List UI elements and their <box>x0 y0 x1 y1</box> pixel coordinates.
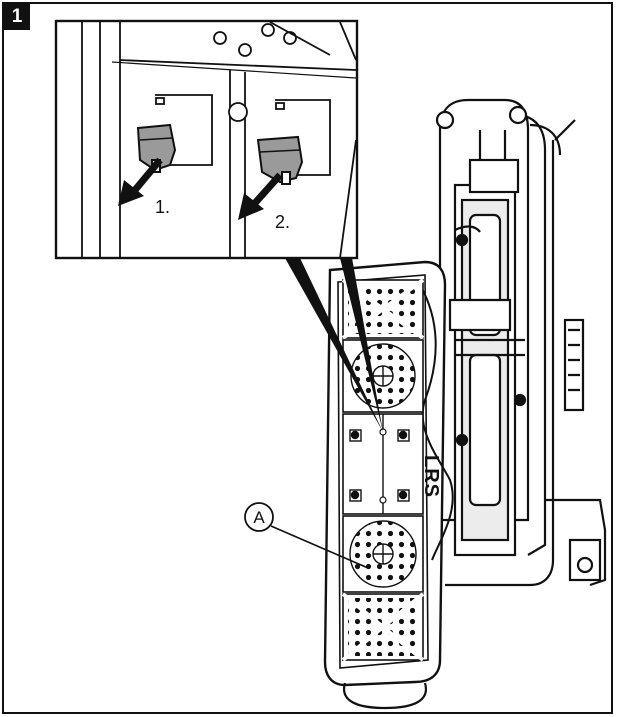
arrow-step-2 <box>238 172 283 220</box>
fan-grille-upper <box>342 339 424 413</box>
arrow-step-1 <box>118 157 163 206</box>
front-panel <box>323 260 454 710</box>
step-number-badge: 1 <box>4 4 30 30</box>
callout-a-label: A <box>253 508 265 527</box>
zoom-pointer <box>285 258 383 432</box>
inset-detail: 1. 2. <box>54 19 359 260</box>
callout-step-2: 2. <box>275 212 290 232</box>
grille-bottom <box>341 592 425 662</box>
panel-handle <box>342 682 428 710</box>
connector-module <box>342 413 424 515</box>
fan-grille-lower <box>342 515 424 593</box>
side-logo: LRS <box>420 455 442 498</box>
rack-back-frame <box>428 98 607 587</box>
callout-step-1: 1. <box>155 197 170 217</box>
callout-a: A <box>244 502 369 569</box>
